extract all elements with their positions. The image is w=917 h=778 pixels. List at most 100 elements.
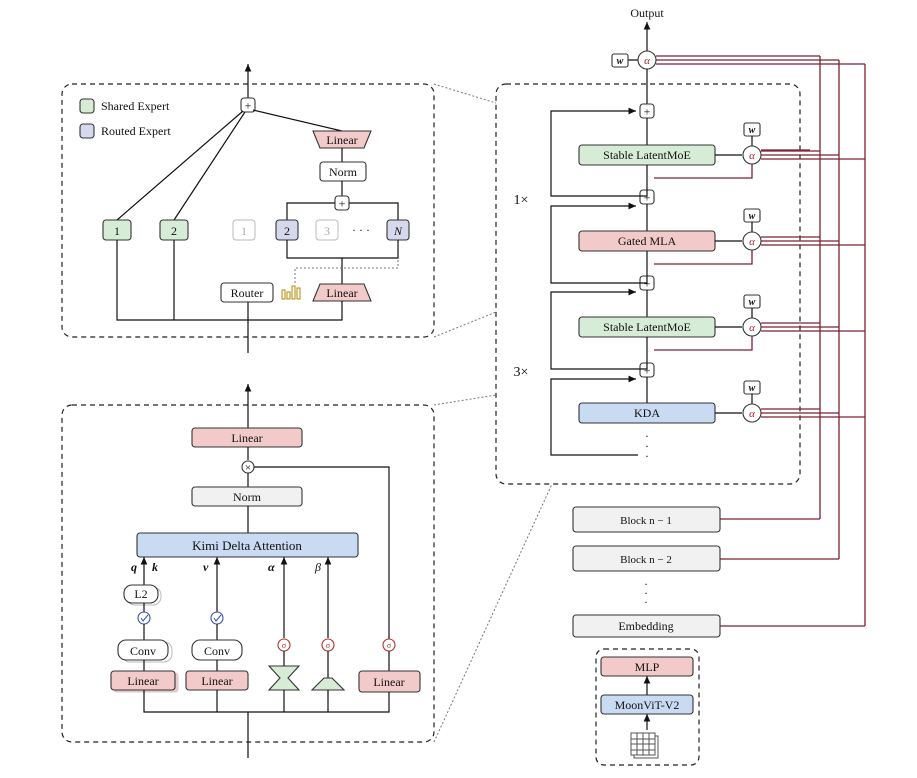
image-patches-icon — [630, 732, 659, 759]
kda-norm-label: Norm — [233, 490, 262, 504]
moe-bus — [116, 240, 343, 321]
conv-qk-label: Conv — [130, 644, 156, 658]
l2-label: L2 — [134, 587, 147, 601]
w-label: w — [749, 383, 756, 394]
moe-edge — [116, 110, 244, 221]
beta-projection — [310, 677, 346, 691]
moe-edge — [286, 240, 399, 259]
q-label: q — [131, 560, 137, 574]
embedding-label: Embedding — [618, 619, 673, 633]
kda-panel: Linear × Norm Kimi Delta Attention q k v… — [61, 384, 435, 758]
prev-ellipsis: · — [644, 586, 648, 600]
routed-expert-3 — [315, 219, 339, 241]
activation-icon — [210, 611, 224, 625]
routed-expert-n-label: N — [393, 224, 403, 238]
alpha-label: α — [268, 560, 275, 574]
conv-v-label: Conv — [204, 644, 230, 658]
alpha-label: α — [749, 236, 755, 248]
kda-norm — [191, 486, 303, 507]
block-n-minus-1 — [572, 506, 721, 533]
kimi-delta-attention — [136, 532, 359, 558]
multiply-icon: × — [245, 462, 251, 474]
alpha-bottleneck — [267, 665, 301, 691]
residual-loop — [550, 107, 648, 197]
prev-ellipsis: · — [644, 595, 648, 609]
routed-expert-1-label: 1 — [241, 224, 247, 238]
block-n-minus-1-label: Block n − 1 — [620, 515, 672, 527]
sigmoid-glyph: σ — [282, 641, 287, 650]
moonvit-label: MoonViT-V2 — [615, 698, 680, 712]
vision-mlp-label: MLP — [635, 660, 660, 674]
stack-frame — [495, 83, 801, 485]
kda-linear-out-label: Linear — [231, 431, 262, 445]
router-label: Router — [231, 286, 264, 300]
alpha-label: α — [749, 408, 755, 420]
routed-sum-icon: + — [339, 197, 346, 211]
conv-qk — [117, 639, 169, 661]
shared-expert-2-label: 2 — [171, 224, 177, 238]
stack-ellipsis: · — [645, 429, 649, 443]
router-signal — [294, 258, 399, 283]
sigmoid-glyph: σ — [326, 641, 331, 650]
residual-loop — [550, 202, 648, 284]
routed-ellipsis: · · · — [352, 223, 370, 237]
router — [220, 282, 274, 303]
moe-sum-icon: + — [245, 99, 252, 113]
l2-norm — [123, 584, 159, 604]
prev-ellipsis: · — [644, 577, 648, 591]
w-label: w — [617, 56, 624, 67]
sum-icon: + — [644, 191, 651, 205]
moe-sum-node — [240, 97, 256, 113]
w-weight — [611, 53, 629, 68]
alpha-output — [654, 164, 753, 179]
activation-check-icon — [213, 614, 222, 622]
sigmoid-glyph: σ — [387, 641, 392, 650]
w-label: w — [749, 297, 756, 308]
shared-expert-1-label: 1 — [114, 224, 120, 238]
moe-edge — [252, 109, 343, 132]
linear-gate-label: Linear — [373, 675, 404, 689]
block-label: Gated MLA — [618, 234, 677, 248]
activation-check-icon — [140, 614, 149, 622]
legend-shared-swatch — [79, 98, 95, 114]
moe-panel: Shared Expert Routed Expert + Linear Nor… — [61, 64, 435, 353]
moe-linear-top — [312, 130, 372, 149]
moe-edge — [173, 111, 246, 221]
model-stack: Output w α + + + + 1× 3× Stable LatentMo… — [495, 6, 866, 766]
router-score-icon — [281, 285, 301, 300]
alpha-output — [654, 250, 753, 265]
repeat-1x: 1× — [514, 193, 529, 208]
residual-loop — [550, 288, 648, 370]
w-label: w — [749, 125, 756, 136]
activation-icon — [137, 611, 151, 625]
vision-encoder-frame — [595, 648, 700, 766]
moe-norm — [319, 161, 367, 182]
stack-ellipsis: · — [645, 449, 649, 463]
zoom-connector — [433, 311, 497, 338]
block-label: Stable LatentMoE — [603, 148, 691, 162]
moe-edge — [349, 202, 399, 220]
routed-expert-1 — [232, 219, 256, 241]
moe-linear-top-label: Linear — [326, 133, 357, 147]
moe-linear-bottom — [312, 283, 372, 302]
moe-edge — [286, 202, 335, 220]
embedding — [572, 614, 721, 638]
output-label: Output — [630, 6, 664, 20]
stack-ellipsis: · — [645, 439, 649, 453]
k-label: k — [152, 560, 158, 574]
zoom-connector — [433, 394, 497, 406]
sum-icon: + — [644, 105, 651, 119]
linear-v-label: Linear — [201, 674, 232, 688]
routed-expert-2-label: 2 — [284, 224, 290, 238]
legend-routed: Routed Expert — [101, 124, 171, 138]
residual-loop — [550, 375, 638, 456]
alpha-output — [654, 336, 753, 351]
block-n-minus-2 — [572, 545, 721, 572]
legend-shared: Shared Expert — [101, 99, 170, 113]
history-routing-lines — [656, 55, 866, 627]
w-label: w — [749, 211, 756, 222]
zoom-connector — [433, 483, 553, 743]
kda-bus — [143, 690, 390, 713]
sum-icon: + — [644, 364, 651, 378]
